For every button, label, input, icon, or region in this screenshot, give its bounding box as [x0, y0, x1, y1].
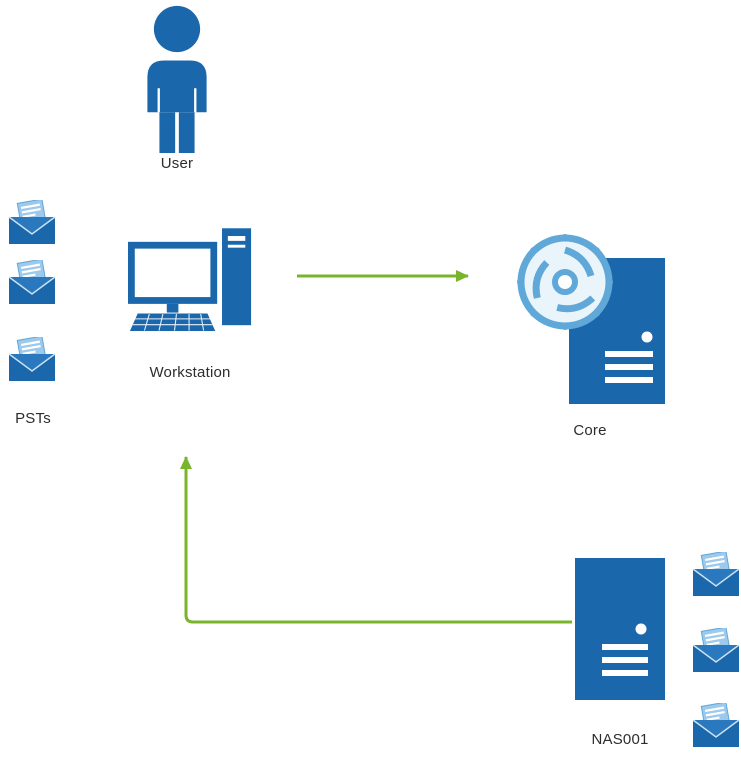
node-core [517, 234, 667, 406]
node-label-workstation: Workstation [149, 364, 231, 381]
mail-icon [692, 628, 741, 674]
node-label-core: Core [573, 422, 607, 439]
node-label-psts: PSTs [15, 410, 51, 427]
mail-icon [8, 200, 58, 246]
node-label-user: User [160, 155, 194, 172]
node-user [140, 4, 214, 154]
node-label-nas001: NAS001 [591, 731, 649, 748]
core-emblem-icon [517, 234, 613, 330]
user-icon [147, 5, 207, 153]
mail-icon [692, 703, 741, 749]
mail-icon [8, 260, 58, 306]
arrow-nas001-to-workstation [180, 456, 572, 624]
node-workstation [128, 228, 254, 340]
mail-icon [8, 337, 58, 383]
node-nas001 [575, 558, 665, 700]
workstation-icon [128, 228, 252, 332]
core-server-icon [517, 234, 665, 404]
mail-icon [692, 552, 741, 598]
server-icon [575, 558, 665, 700]
